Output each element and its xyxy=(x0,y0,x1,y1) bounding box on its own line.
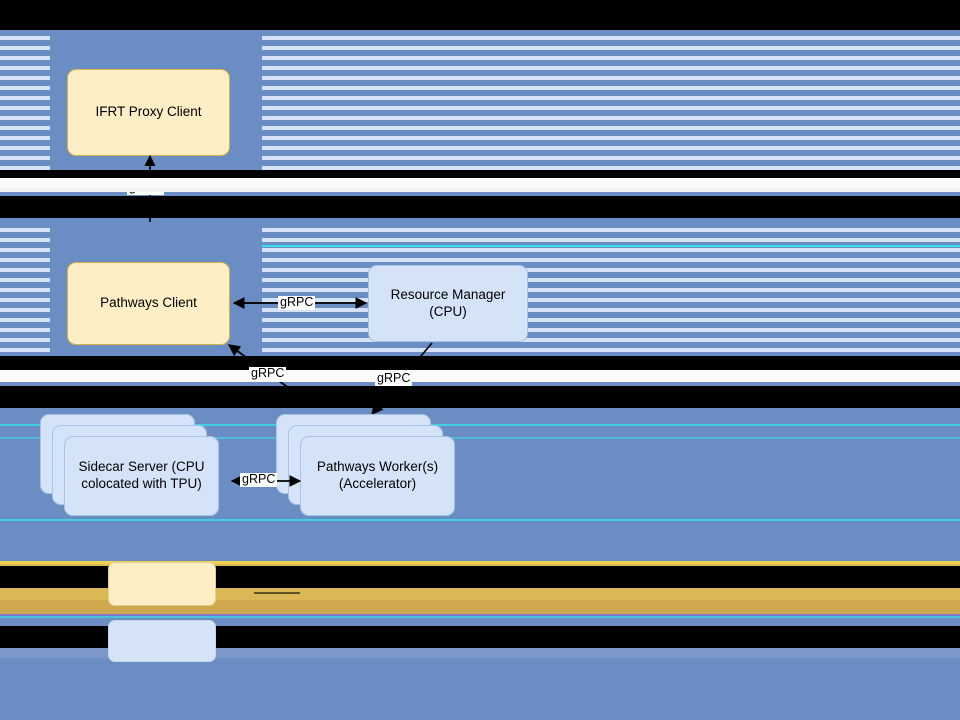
node-ifrt-proxy-client-label: IFRT Proxy Client xyxy=(95,104,202,120)
node-ifrt-proxy-client[interactable]: IFRT Proxy Client xyxy=(67,69,230,156)
edge-label-rm-to-worker: gRPC xyxy=(375,371,413,386)
edge-label-rm-to-pathways-client: gRPC xyxy=(278,295,316,310)
edge-label-proxyserver-to-proxyclient: gRPC xyxy=(127,180,165,195)
legend-swatch-yellow xyxy=(108,562,216,606)
legend-swatch-blue xyxy=(108,620,216,662)
node-pathways-client[interactable]: Pathways Client xyxy=(67,262,230,345)
edge-label-sidecar-to-pathways-client: gRPC xyxy=(249,366,287,381)
edge-label-sidecar-to-worker: gRPC xyxy=(240,472,278,487)
node-pathways-client-label: Pathways Client xyxy=(100,295,197,311)
